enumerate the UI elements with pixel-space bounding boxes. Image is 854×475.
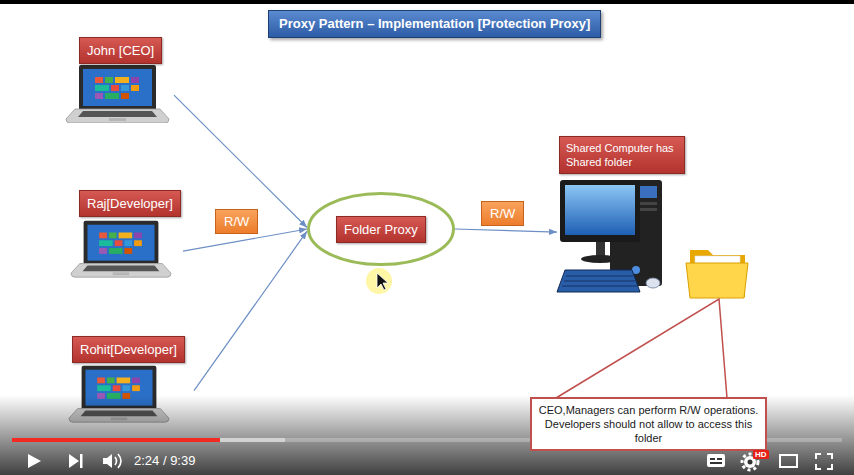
label-box: Rohit[Developer] [72,336,185,363]
label-box: John [CEO] [79,37,162,64]
proxy-ellipse: Folder Proxy [307,192,455,266]
title-banner: Proxy Pattern – Implementation [Protecti… [268,10,601,38]
callout-text: CEO,Managers can perform R/W operations.… [536,403,761,445]
shared-computer: Shared Computer has Shared folder [557,136,757,300]
user-laptop: Raj[Developer] [68,190,183,280]
connector [194,231,307,390]
ellipse-shape [309,194,454,265]
edge-label: R/W [481,201,524,226]
label-box: Raj[Developer] [79,190,181,217]
edge-label: R/W [215,209,258,234]
label-box: Shared Computer has Shared folder [559,136,685,174]
label-box: Folder Proxy [336,216,426,243]
hd-badge: HD [753,450,769,459]
video-time: 2:24 / 9:39 [134,453,195,469]
user-laptop: Rohit[Developer] [66,336,194,424]
user-laptop: John [CEO] [62,37,174,125]
connector [455,229,557,232]
connector [174,95,307,227]
callout-box: CEO,Managers can perform R/W operations.… [530,397,767,451]
